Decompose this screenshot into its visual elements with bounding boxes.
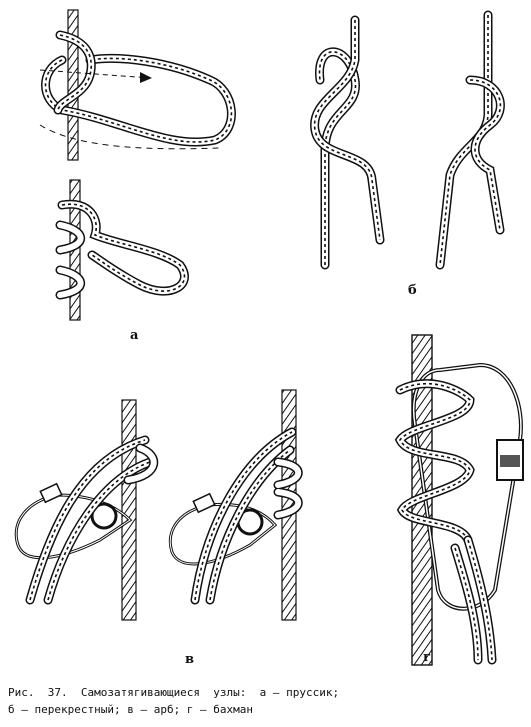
caption-line-2: б – перекрестный; в – арб; г – бахман [8, 703, 254, 716]
panel-label-a: а [130, 328, 139, 343]
arb-knot-right [168, 389, 303, 621]
cross-knot-left [310, 15, 385, 270]
panel-label-v: в [185, 652, 195, 667]
prusik-knot-tightened [55, 179, 189, 321]
panel-label-g: г [423, 650, 431, 665]
caption-line-1: Рис. 37. Самозатягивающиеся узлы: а – пр… [8, 686, 340, 699]
bachmann-knot [394, 334, 524, 666]
arb-knot-left [14, 399, 159, 621]
cross-knot-right [435, 10, 505, 270]
figure-caption: Рис. 37. Самозатягивающиеся узлы: а – пр… [8, 684, 523, 718]
prusik-knot-open [39, 9, 236, 161]
panel-label-b: б [408, 283, 417, 298]
